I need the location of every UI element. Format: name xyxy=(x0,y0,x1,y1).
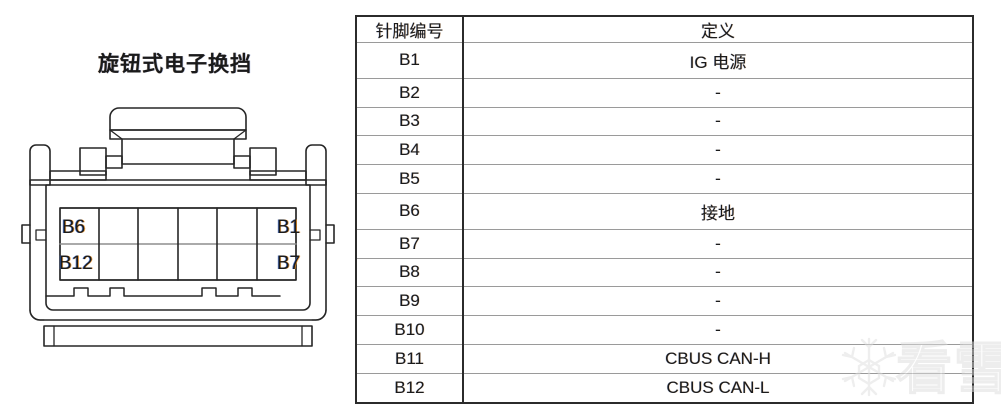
pin-label-b12: B12 xyxy=(59,253,93,274)
cell-pin-number: B4 xyxy=(355,135,464,166)
cell-pin-number: B12 xyxy=(355,372,464,404)
bottom-notch-strip xyxy=(45,287,281,297)
pin-label-b1: B1 xyxy=(277,217,301,238)
cell-definition: - xyxy=(462,135,974,166)
cell-pin-number: B10 xyxy=(355,315,464,346)
pin-label-b6: B6 xyxy=(62,217,86,238)
cell-pin-number: B8 xyxy=(355,257,464,288)
table-row: B5- xyxy=(355,164,974,195)
lock-lever-lip xyxy=(109,129,247,140)
table-head: 针脚编号 定义 xyxy=(355,15,974,43)
cell-pin-number: B7 xyxy=(355,228,464,259)
cell-pin-number: B6 xyxy=(355,193,464,230)
table-row: B7- xyxy=(355,228,974,259)
connector-illustration xyxy=(21,107,335,347)
table-header-row: 针脚编号 定义 xyxy=(355,15,974,43)
table-row: B3- xyxy=(355,106,974,137)
cell-definition: - xyxy=(462,315,974,346)
cell-definition: - xyxy=(462,77,974,108)
connector-inner-housing xyxy=(45,184,311,311)
lock-lever xyxy=(109,107,247,131)
cell-definition: 接地 xyxy=(462,193,974,230)
cell-pin-number: B11 xyxy=(355,344,464,374)
cell-pin-number: B3 xyxy=(355,106,464,137)
table-row: B4- xyxy=(355,135,974,166)
cell-pin-number: B5 xyxy=(355,164,464,195)
side-lug-left xyxy=(21,224,31,244)
cell-definition: CBUS CAN-L xyxy=(462,372,974,404)
cell-definition: - xyxy=(462,164,974,195)
cell-definition: CBUS CAN-H xyxy=(462,344,974,374)
key-tab-left xyxy=(105,155,123,169)
cell-definition: - xyxy=(462,228,974,259)
bottom-skirt xyxy=(43,325,313,347)
pin-label-b7: B7 xyxy=(277,253,301,274)
connector-diagram-panel: 旋钮式电子换挡 xyxy=(0,0,350,419)
cell-pin-number: B2 xyxy=(355,77,464,108)
pin-grid xyxy=(59,207,297,281)
cell-definition: IG 电源 xyxy=(462,42,974,79)
column-header-definition: 定义 xyxy=(462,15,974,43)
cell-pin-number: B9 xyxy=(355,286,464,317)
cell-definition: - xyxy=(462,286,974,317)
table-row: B10- xyxy=(355,315,974,346)
cell-pin-number: B1 xyxy=(355,42,464,79)
cell-definition: - xyxy=(462,257,974,288)
side-lug-right xyxy=(325,224,335,244)
latch-wing-right xyxy=(305,144,327,186)
cell-definition: - xyxy=(462,106,974,137)
latch-wing-left xyxy=(29,144,51,186)
table-row: B8- xyxy=(355,257,974,288)
table-row: B2- xyxy=(355,77,974,108)
table-row: B9- xyxy=(355,286,974,317)
column-header-pin-number: 针脚编号 xyxy=(355,15,464,43)
page-title: 旋钮式电子换挡 xyxy=(98,52,252,76)
lever-stem xyxy=(121,138,235,165)
key-tab-right xyxy=(233,155,251,169)
